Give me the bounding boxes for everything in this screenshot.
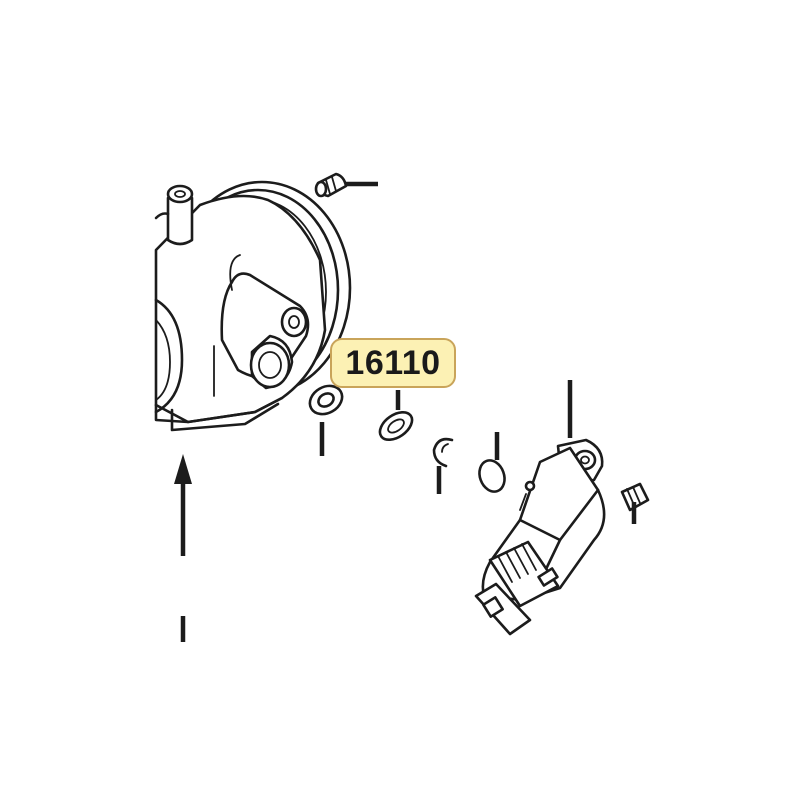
o-ring — [478, 432, 506, 493]
thick-washer — [308, 384, 344, 456]
retaining-clip — [432, 437, 454, 494]
mounting-screw — [620, 482, 650, 524]
throttle-position-sensor — [474, 380, 606, 636]
throttle-body — [154, 180, 352, 432]
flat-washer — [378, 390, 414, 442]
assembly-arrow — [174, 454, 192, 642]
part-number-callout: 16110 — [330, 338, 456, 388]
set-screw — [314, 172, 378, 198]
